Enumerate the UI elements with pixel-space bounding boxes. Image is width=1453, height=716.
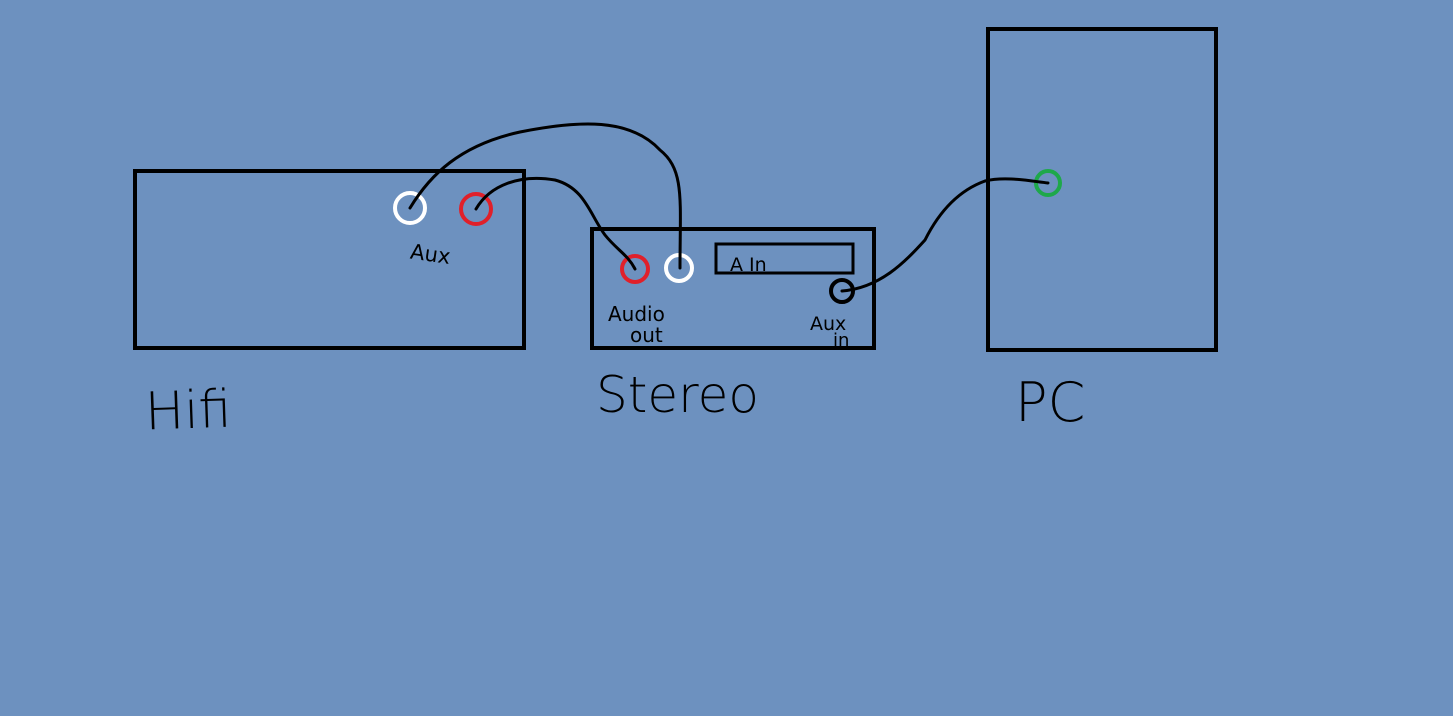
stereo-audio-out-label-line2: out <box>630 323 663 347</box>
cables <box>408 122 1050 293</box>
stereo-label: Stereo <box>596 366 759 424</box>
stereo-aux-in-label-line2: in <box>833 330 849 351</box>
stereo-box <box>590 227 876 350</box>
hifi-aux-label: Aux <box>409 240 452 269</box>
hifi-red-jack <box>459 192 493 226</box>
pc-label: PC <box>1015 371 1085 434</box>
pc-device: PC <box>986 27 1218 434</box>
cable-stereo-aux-to-pc <box>840 177 1050 293</box>
hifi-label: Hifi <box>144 380 232 443</box>
stereo-device: A In Audio out Aux in Stereo <box>590 227 876 424</box>
hifi-box <box>133 169 526 350</box>
pc-green-jack <box>1034 169 1062 197</box>
stereo-display-text: A In <box>730 254 767 276</box>
stereo-display <box>714 242 855 275</box>
hifi-device: Aux Hifi <box>133 169 526 443</box>
hifi-white-jack <box>393 191 427 225</box>
pc-box <box>986 27 1218 352</box>
stereo-aux-in-label-line1: Aux <box>810 313 846 335</box>
cable-hifi-red-to-stereo-red <box>474 176 637 271</box>
stereo-aux-in-jack <box>829 278 855 304</box>
cable-hifi-white-to-stereo-white <box>408 122 682 270</box>
stereo-red-jack <box>620 254 650 284</box>
stereo-audio-out-label-line1: Audio <box>608 302 665 326</box>
